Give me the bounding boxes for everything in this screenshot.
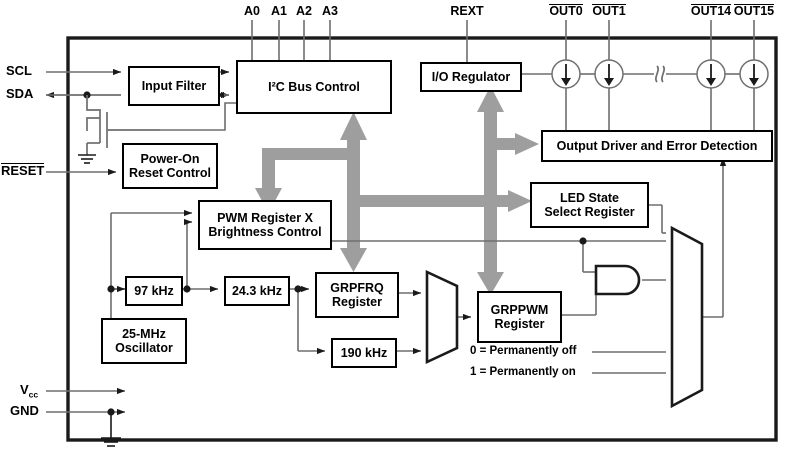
- lower-signal-lines: [110, 157, 727, 374]
- gray-control-bus: [255, 86, 539, 295]
- block-freq-190khz[interactable]: 190 kHz: [331, 338, 397, 368]
- pin-out14-text: OUT14: [690, 4, 732, 18]
- pin-gnd-text: GND: [10, 403, 39, 418]
- upper-signal-lines: [160, 68, 755, 131]
- pin-label-a1: A1: [265, 4, 293, 18]
- pin-label-out1: OUT1: [585, 4, 633, 18]
- mux-output-select: [670, 225, 704, 409]
- pin-a2-text: A2: [296, 4, 312, 18]
- block-grpfrq-register[interactable]: GRPFRQ Register: [315, 272, 399, 318]
- block-freq-190khz-label: 190 kHz: [340, 345, 388, 360]
- block-freq-97khz-label: 97 kHz: [134, 283, 174, 298]
- block-pwm-register-line2: Brightness Control: [208, 225, 322, 239]
- pin-label-out0: OUT0: [542, 4, 590, 18]
- block-freq-24-3khz-label: 24.3 kHz: [231, 283, 283, 298]
- block-freq-24-3khz[interactable]: 24.3 kHz: [224, 276, 290, 306]
- pin-label-reset: RESET: [1, 163, 59, 179]
- block-freq-97khz[interactable]: 97 kHz: [125, 276, 183, 306]
- sda-ground-symbol: [78, 154, 96, 164]
- pin-vcc-subscript: cc: [28, 389, 39, 400]
- block-output-driver[interactable]: Output Driver and Error Detection: [541, 130, 773, 162]
- and-gate: [594, 264, 641, 296]
- block-power-on-reset-control-line1: Power-On: [140, 151, 200, 166]
- block-input-filter-label: Input Filter: [141, 78, 207, 93]
- pin-out0-text: OUT0: [549, 4, 583, 18]
- pin-rext-text: REXT: [450, 4, 484, 18]
- pin-label-out15: OUT15: [724, 4, 784, 18]
- current-source-out15: [739, 59, 769, 89]
- block-power-on-reset-control-line2: Reset Control: [129, 166, 211, 180]
- pin-label-a0: A0: [238, 4, 266, 18]
- block-oscillator-25mhz[interactable]: 25-MHz Oscillator: [101, 318, 187, 364]
- current-source-out14: [696, 59, 726, 89]
- freq243-junction-dot: [294, 285, 302, 293]
- block-io-regulator[interactable]: I/O Regulator: [420, 62, 522, 92]
- block-led-state-select-register-line2: Select Register: [544, 205, 635, 219]
- pin-a1-text: A1: [271, 4, 287, 18]
- block-grpfrq-register-line1: GRPFRQ: [330, 280, 384, 295]
- osc-junction-dot: [107, 285, 115, 293]
- block-grppwm-register-line2: Register: [494, 317, 545, 331]
- freq97-junction-dot: [183, 285, 191, 293]
- pin-a3-text: A3: [322, 4, 338, 18]
- block-i2c-bus-control[interactable]: I²C Bus Control: [236, 60, 392, 114]
- current-source-out1: [594, 59, 624, 89]
- pin-label-sda: SDA: [6, 86, 48, 102]
- annotation-permanently-off-text: 0 = Permanently off: [470, 345, 577, 357]
- block-input-filter[interactable]: Input Filter: [128, 66, 220, 106]
- gnd-ground-symbol: [101, 412, 121, 447]
- pin-label-gnd: GND: [10, 403, 56, 419]
- block-i2c-bus-control-label: I²C Bus Control: [268, 79, 360, 94]
- pin-out1-text: OUT1: [592, 4, 626, 18]
- block-oscillator-25mhz-line1: 25-MHz: [122, 326, 166, 341]
- pin-label-out14: OUT14: [681, 4, 741, 18]
- block-pwm-register-brightness-control[interactable]: PWM Register X Brightness Control: [198, 200, 332, 250]
- block-output-driver-label: Output Driver and Error Detection: [556, 138, 758, 153]
- block-led-state-select-register[interactable]: LED State Select Register: [530, 182, 649, 228]
- block-grppwm-register-line1: GRPPWM: [490, 302, 549, 317]
- pwm-out-junction-dot: [579, 237, 587, 245]
- pin-sda-text: SDA: [6, 86, 34, 101]
- pin-label-vcc: Vcc: [20, 382, 60, 400]
- pin-scl-text: SCL: [6, 63, 32, 78]
- block-grppwm-register[interactable]: GRPPWM Register: [477, 291, 562, 343]
- chip-boundary: [66, 36, 778, 442]
- mux-grpfrq-190khz: [425, 269, 459, 365]
- sda-open-drain-transistor: [86, 95, 160, 155]
- pin-vcc-text: V: [20, 382, 29, 397]
- top-pin-stems: [251, 20, 755, 62]
- pin-reset-text: RESET: [1, 163, 45, 178]
- block-io-regulator-label: I/O Regulator: [431, 69, 511, 84]
- pin-label-scl: SCL: [6, 63, 48, 79]
- block-grpfrq-register-line2: Register: [331, 295, 383, 309]
- current-source-out0: [551, 59, 581, 89]
- block-oscillator-25mhz-line2: Oscillator: [115, 341, 173, 355]
- block-power-on-reset-control[interactable]: Power-On Reset Control: [122, 143, 218, 189]
- pin-label-a2: A2: [290, 4, 318, 18]
- block-pwm-register-line1: PWM Register X: [217, 210, 313, 225]
- pin-label-a3: A3: [316, 4, 344, 18]
- block-led-state-select-register-line1: LED State: [559, 190, 620, 205]
- annotation-permanently-on-text: 1 = Permanently on: [470, 366, 576, 378]
- annotation-permanently-on: 1 = Permanently on: [470, 366, 595, 379]
- wire-break-icon: [655, 65, 665, 83]
- pin-label-rext: REXT: [442, 4, 492, 18]
- pin-out15-text: OUT15: [733, 4, 775, 18]
- pin-a0-text: A0: [244, 4, 260, 18]
- annotation-permanently-off: 0 = Permanently off: [470, 345, 595, 358]
